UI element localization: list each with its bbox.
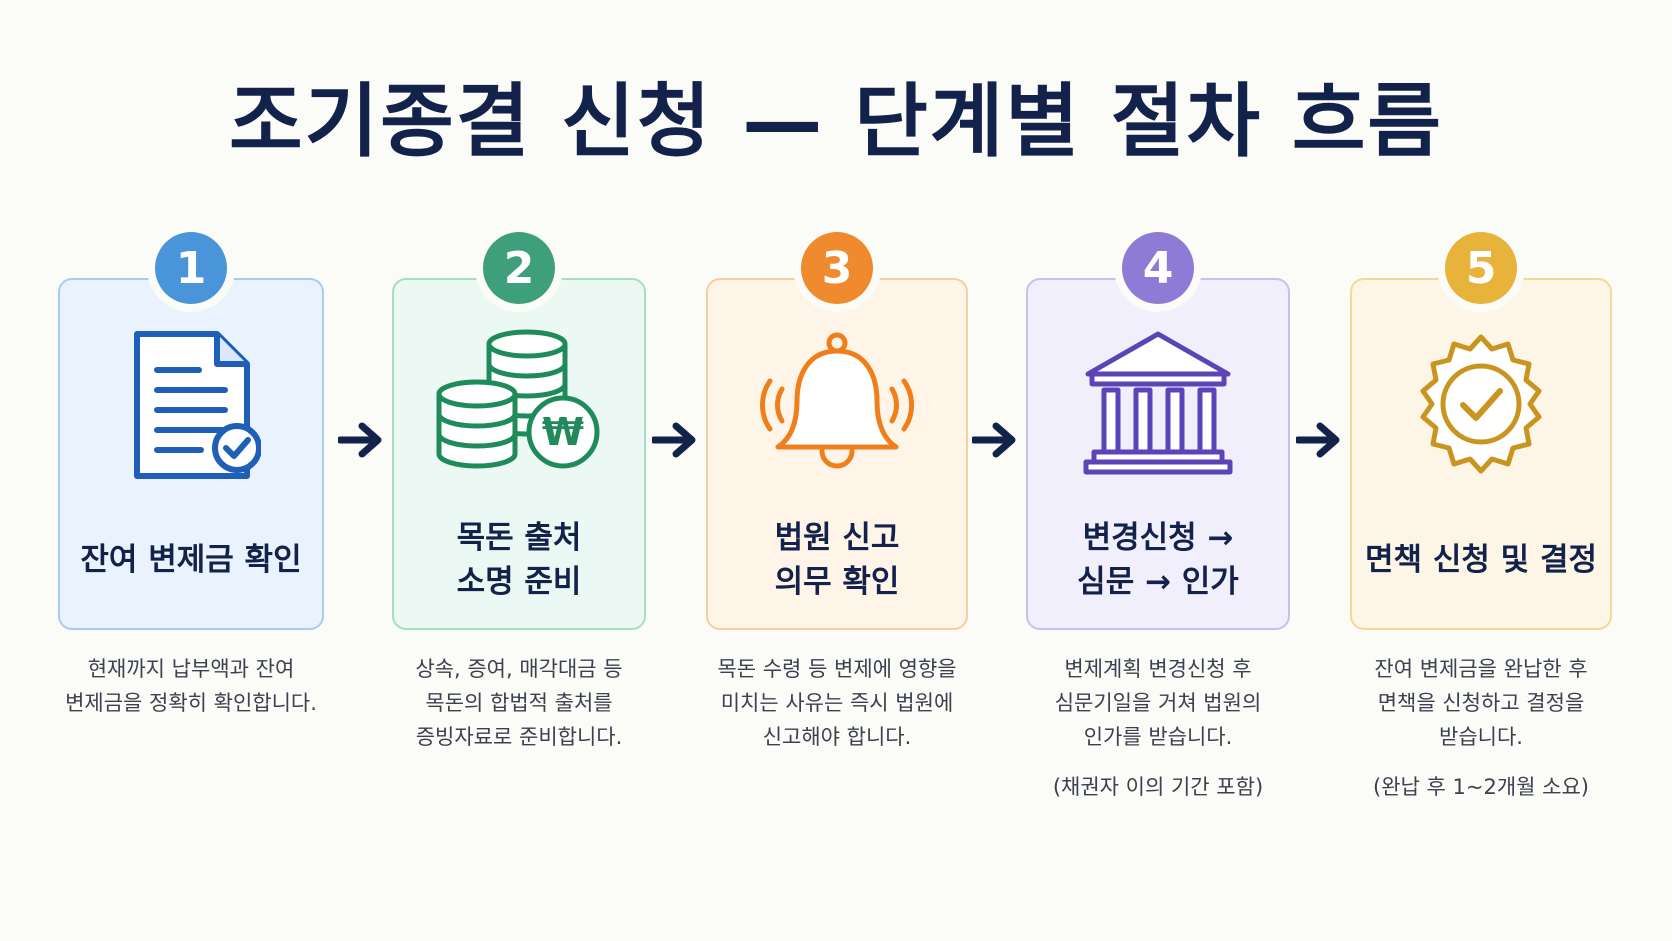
step-number-badge: 5 (1445, 232, 1517, 304)
step-label: 목돈 출처 소명 준비 (456, 520, 582, 600)
arrow-right-icon (650, 418, 698, 462)
step-label: 변경신청 → 심문 → 인가 (1077, 520, 1239, 600)
courthouse-icon (1026, 314, 1290, 494)
document-check-icon (58, 314, 324, 494)
step-description: 상속, 증여, 매각대금 등 목돈의 합법적 출처를 증빙자료로 준비합니다. (415, 657, 623, 749)
step-description: 목돈 수령 등 변제에 영향을 미치는 사유는 즉시 법원에 신고해야 합니다. (717, 657, 957, 749)
arrow-right-icon (970, 418, 1018, 462)
bell-icon (706, 314, 968, 494)
svg-text:₩: ₩ (542, 410, 584, 454)
step-label: 면책 신청 및 결정 (1364, 542, 1598, 578)
step-description: 잔여 변제금을 완납한 후 면책을 신청하고 결정을 받습니다. (1374, 657, 1588, 749)
step-number-badge: 2 (483, 232, 555, 304)
page-title: 조기종결 신청 — 단계별 절차 흐름 (228, 75, 1444, 168)
step-description: 현재까지 납부액과 잔여 변제금을 정확히 확인합니다. (65, 657, 317, 715)
step-number-badge: 1 (155, 232, 227, 304)
step-label: 법원 신고 의무 확인 (774, 520, 900, 600)
step-number-badge: 3 (801, 232, 873, 304)
arrow-right-icon (1294, 418, 1342, 462)
arrow-right-icon (336, 418, 384, 462)
coins-won-icon: ₩ (392, 314, 646, 494)
seal-check-icon (1350, 314, 1612, 494)
step-number-badge: 4 (1122, 232, 1194, 304)
step-note: (채권자 이의 기간 포함) (1052, 775, 1264, 799)
step-description: 변제계획 변경신청 후 심문기일을 거쳐 법원의 인가를 받습니다. (1054, 657, 1262, 749)
step-note: (완납 후 1~2개월 소요) (1373, 775, 1589, 799)
step-label: 잔여 변제금 확인 (80, 542, 302, 578)
